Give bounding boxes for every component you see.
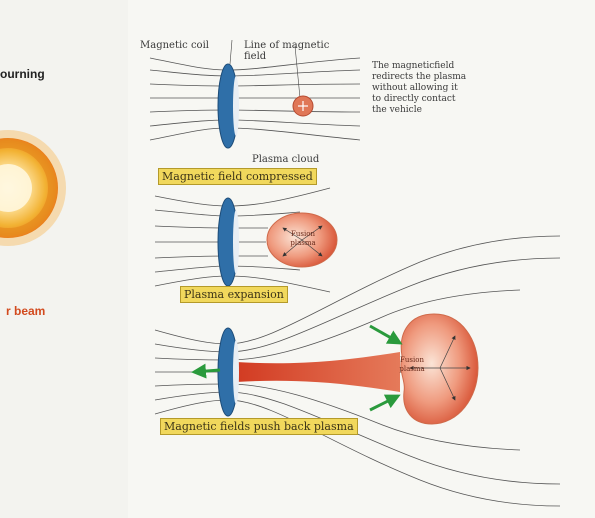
coil-highlight <box>233 340 239 404</box>
note-line-1: The magneticfield <box>372 61 454 72</box>
stage-caption-pushback: Magnetic fields push back plasma <box>160 418 358 435</box>
side-label-burning: ourning <box>0 67 45 81</box>
coil-highlight <box>233 210 239 274</box>
field-line-leader <box>295 46 300 98</box>
note-line-2: redirects the plasma <box>372 72 466 83</box>
note-line-5: the vehicle <box>372 105 422 116</box>
coil-highlight <box>233 76 239 136</box>
plasma-jet <box>236 352 400 392</box>
side-label-beam: r beam <box>6 304 45 318</box>
plasma-cloud-label: Plasma cloud <box>252 154 319 165</box>
magnetic-coil-label: Magnetic coil <box>140 40 209 51</box>
fusion-label-2-line-2: plasma <box>395 365 429 373</box>
note-line-3: without allowing it <box>372 83 458 94</box>
note-line-4: to directly contact <box>372 94 456 105</box>
fusion-label-1-line-2: plasma <box>288 239 318 247</box>
field-line-label-2: field <box>244 51 266 62</box>
fusion-label-2-line-1: Fusion <box>395 356 429 364</box>
coil-leader <box>230 40 232 64</box>
fusion-label-1-line-1: Fusion <box>288 230 318 238</box>
field-line-label-1: Line of magnetic <box>244 40 329 51</box>
stage-caption-compressed: Magnetic field compressed <box>158 168 317 185</box>
stage-caption-expansion: Plasma expansion <box>180 286 288 303</box>
field-lines-stage-1 <box>150 58 360 140</box>
sun-burst-icon <box>0 130 66 246</box>
